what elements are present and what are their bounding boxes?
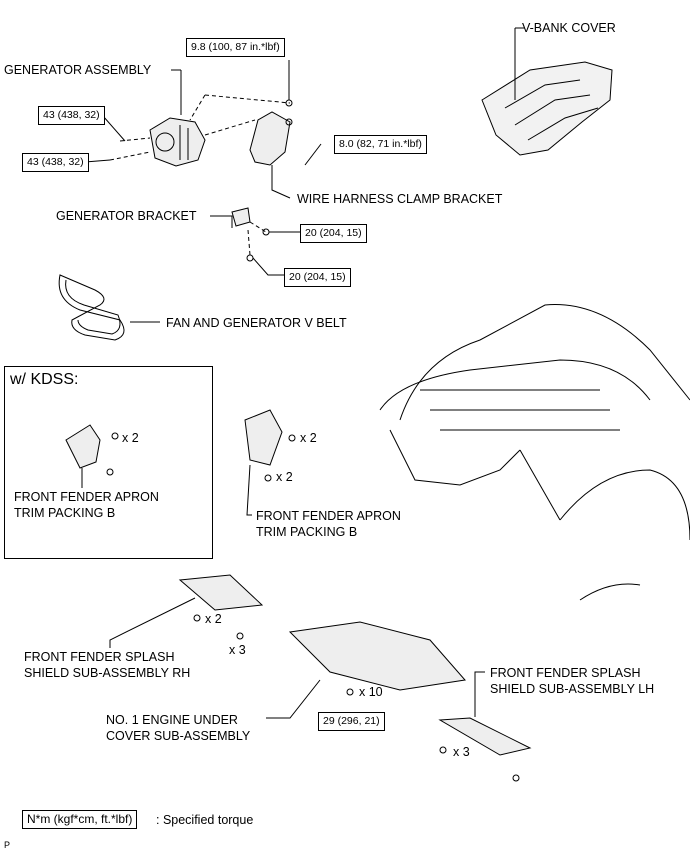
splash-rh-bolt-qty: x 2 (205, 612, 222, 626)
v-bank-cover-label: V-BANK COVER (522, 21, 616, 35)
fan-and-generator-v-belt-part (58, 274, 160, 341)
apron-label-line1: FRONT FENDER APRON (256, 509, 401, 523)
torque-box-clamp-bracket: 8.0 (82, 71 in.*lbf) (334, 135, 427, 154)
apron-label-line2: TRIM PACKING B (256, 525, 358, 539)
kdss-apron-label-line1: FRONT FENDER APRON (14, 490, 159, 504)
generator-assembly-label: GENERATOR ASSEMBLY (4, 63, 152, 77)
kdss-apron-part (65, 424, 119, 488)
v-bank-cover-part (481, 27, 613, 156)
apron-bolt-top-qty: x 2 (300, 431, 317, 445)
torque-box-gen-upper: 43 (438, 32) (38, 106, 105, 125)
under-cover-bolt-qty: x 10 (359, 685, 383, 699)
torque-box-gen-top: 9.8 (100, 87 in.*lbf) (186, 38, 285, 57)
wire-harness-clamp-bracket-part (249, 99, 293, 199)
splash-shield-lh-part (438, 671, 532, 782)
corner-mark: P (4, 840, 11, 850)
splash-lh-screw-qty: x 3 (453, 745, 470, 759)
engine-under-cover-part (266, 621, 466, 719)
torque-box-gen-lower: 43 (438, 32) (22, 153, 89, 172)
apron-part (244, 409, 296, 516)
engine-under-label-line2: COVER SUB-ASSEMBLY (106, 729, 251, 743)
vehicle-front-outline (379, 304, 690, 601)
fan-and-generator-v-belt-label: FAN AND GENERATOR V BELT (166, 316, 347, 330)
splash-shield-rh-part (109, 574, 264, 648)
torque-box-bracket-1: 20 (204, 15) (300, 224, 367, 243)
splash-lh-label-line2: SHIELD SUB-ASSEMBLY LH (490, 682, 655, 696)
kdss-apron-label-line2: TRIM PACKING B (14, 506, 116, 520)
torque-box-under-cover: 29 (296, 21) (318, 712, 385, 731)
legend-text: : Specified torque (156, 813, 254, 827)
generator-bracket-label: GENERATOR BRACKET (56, 209, 197, 223)
kdss-inset-frame (4, 366, 213, 559)
generator-bracket-part (210, 207, 300, 276)
splash-rh-screw-qty: x 3 (229, 643, 246, 657)
torque-box-bracket-2: 20 (204, 15) (284, 268, 351, 287)
wire-harness-clamp-bracket-label: WIRE HARNESS CLAMP BRACKET (297, 192, 503, 206)
apron-bolt-bottom-qty: x 2 (276, 470, 293, 484)
generator-part (149, 69, 206, 167)
splash-lh-label-line1: FRONT FENDER SPLASH (490, 666, 641, 680)
splash-rh-label-line1: FRONT FENDER SPLASH (24, 650, 175, 664)
kdss-clip-qty: x 2 (122, 431, 139, 445)
kdss-title: w/ KDSS: (10, 371, 79, 388)
splash-rh-label-line2: SHIELD SUB-ASSEMBLY RH (24, 666, 191, 680)
legend-torque-box: N*m (kgf*cm, ft.*lbf) (22, 810, 138, 829)
engine-under-label-line1: NO. 1 ENGINE UNDER (106, 713, 238, 727)
